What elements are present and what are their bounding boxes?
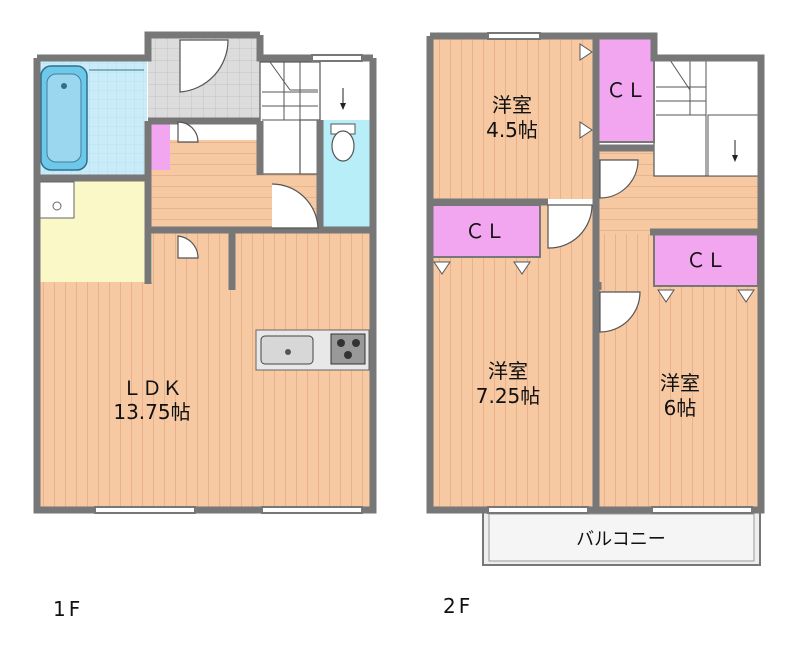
walls-2f [426,32,765,514]
closet-north-label: ＣＬ [606,78,646,102]
closet-east [653,233,759,287]
ldk-name: ＬＤＫ [122,376,182,400]
room-north-size: 4.5帖 [486,118,538,142]
closet-west-label: ＣＬ [465,219,505,243]
room-west-size: 7.25帖 [476,384,541,408]
room-east-name: 洋室 [660,371,700,395]
washing-machine-icon [39,181,75,219]
room-west-name: 洋室 [488,359,528,383]
closet-doors-2f [433,43,755,303]
balcony-label: バルコニー [576,529,666,550]
second-floor [426,32,765,566]
windows-1f [94,54,363,514]
stairs-down-arrow-icon-2f [732,155,738,162]
closet-hall-1f [150,122,170,170]
first-floor [33,31,377,514]
closet-north [597,35,655,143]
door-swings-1f [177,39,319,259]
room-north-name: 洋室 [492,93,532,117]
stove-icon [330,333,366,365]
closet-east-label: ＣＬ [686,248,726,272]
ldk-size: 13.75帖 [113,400,190,424]
room-north-4-5 [430,36,595,199]
windows-2f [487,32,753,514]
stairs-down-arrow-icon [340,103,346,110]
door-swings-2f [547,159,641,333]
floor-label-1f: 1F [53,597,83,621]
room-east-size: 6帖 [664,396,697,420]
walls-1f [33,31,377,514]
floor-label-2f: 2F [443,594,473,618]
